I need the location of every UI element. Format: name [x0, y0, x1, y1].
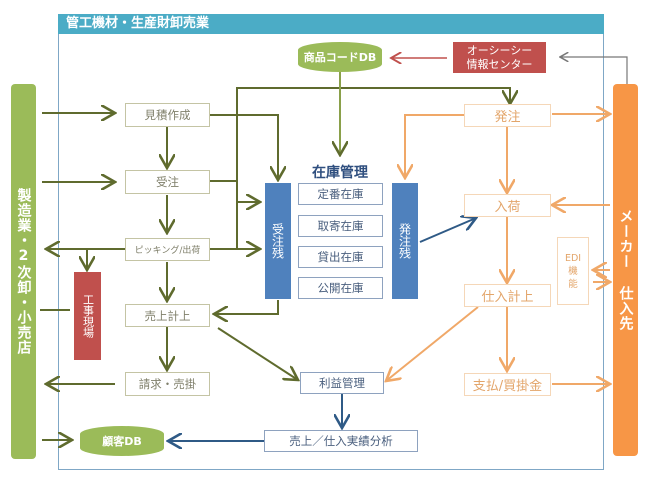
arrow-purchase-profit — [386, 306, 479, 381]
construction-site-box[interactable]: 工事現場 — [74, 272, 101, 360]
arrow-backlog-arrival — [419, 218, 476, 243]
payment-box[interactable]: 支払/買掛金 — [464, 373, 551, 396]
maker-party[interactable]: メーカー 仕入先 — [613, 84, 638, 456]
sales-posting-box[interactable]: 売上計上 — [125, 304, 210, 327]
inventory-heading: 在庫管理 — [312, 165, 368, 181]
arrow-order-backlog — [210, 180, 260, 202]
inventory-item[interactable]: 定番在庫 — [298, 183, 383, 205]
frame-title: 管工機材・生産財卸売業 — [58, 14, 604, 34]
customer-db[interactable]: 顧客DB — [80, 426, 164, 456]
purchase-posting-box[interactable]: 仕入計上 — [464, 284, 551, 307]
customer-party[interactable]: 製造業・2次卸・小売店 — [11, 84, 36, 459]
edi-box[interactable]: EDI 機 能 — [557, 237, 589, 305]
arrow-order-backlog2 — [405, 114, 464, 178]
oc-center-box[interactable]: オーシーシー 情報センター — [453, 42, 546, 73]
performance-box[interactable]: 売上／仕入実績分析 — [264, 430, 418, 452]
order-received-box[interactable]: 受注 — [125, 170, 210, 194]
profit-box[interactable]: 利益管理 — [300, 372, 384, 394]
inventory-item[interactable]: 取寄在庫 — [298, 215, 383, 237]
arrow-backlog-sales — [214, 300, 279, 314]
order-placed-box[interactable]: 発注 — [464, 104, 551, 127]
backlog-ordered-bar[interactable]: 発注残 — [392, 183, 418, 299]
product-code-db[interactable]: 商品コードDB — [298, 42, 382, 72]
arrow-maker-oc — [560, 57, 628, 84]
arrow-estimate-backlog — [210, 114, 278, 180]
billing-box[interactable]: 請求・売掛 — [125, 372, 210, 396]
backlog-received-bar[interactable]: 受注残 — [265, 183, 291, 299]
inventory-item[interactable]: 貸出在庫 — [298, 246, 383, 268]
inventory-item[interactable]: 公開在庫 — [298, 277, 383, 299]
arrow-top-order — [236, 87, 510, 250]
arrow-sales-profit — [217, 327, 298, 380]
arrival-box[interactable]: 入荷 — [464, 194, 551, 217]
picking-box[interactable]: ピッキング/出荷 — [125, 238, 210, 261]
estimate-box[interactable]: 見積作成 — [125, 103, 210, 127]
